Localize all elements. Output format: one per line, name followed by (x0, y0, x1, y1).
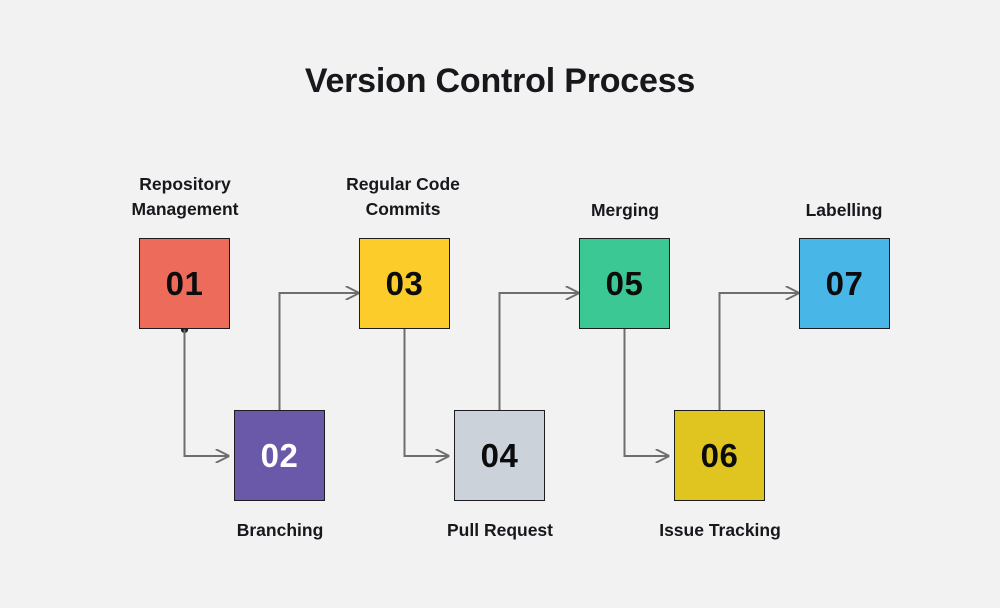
connector-01-to-02 (180, 325, 228, 456)
step-node-04[interactable]: 04 (454, 410, 545, 501)
step-node-06[interactable]: 06 (674, 410, 765, 501)
step-caption-07: Labelling (805, 200, 883, 220)
step-node-01[interactable]: 01 (139, 238, 230, 329)
connector-06-to-07 (718, 293, 799, 410)
page-title: Version Control Process (304, 62, 696, 100)
connector-03-to-04 (403, 329, 449, 456)
step-caption-05: Merging (590, 200, 660, 220)
step-node-05[interactable]: 05 (579, 238, 670, 329)
step-caption-06: Issue Tracking (659, 520, 781, 540)
step-caption-01: Repository Management (131, 174, 239, 219)
step-caption-03: Regular Code Commits (346, 174, 460, 219)
connector-05-to-06 (623, 329, 669, 456)
step-caption-04: Pull Request (447, 520, 553, 540)
step-node-02[interactable]: 02 (234, 410, 325, 501)
connector-02-to-03 (278, 293, 359, 410)
step-caption-02: Branching (236, 520, 324, 540)
step-node-03[interactable]: 03 (359, 238, 450, 329)
connector-04-to-05 (498, 293, 579, 410)
step-node-07[interactable]: 07 (799, 238, 890, 329)
